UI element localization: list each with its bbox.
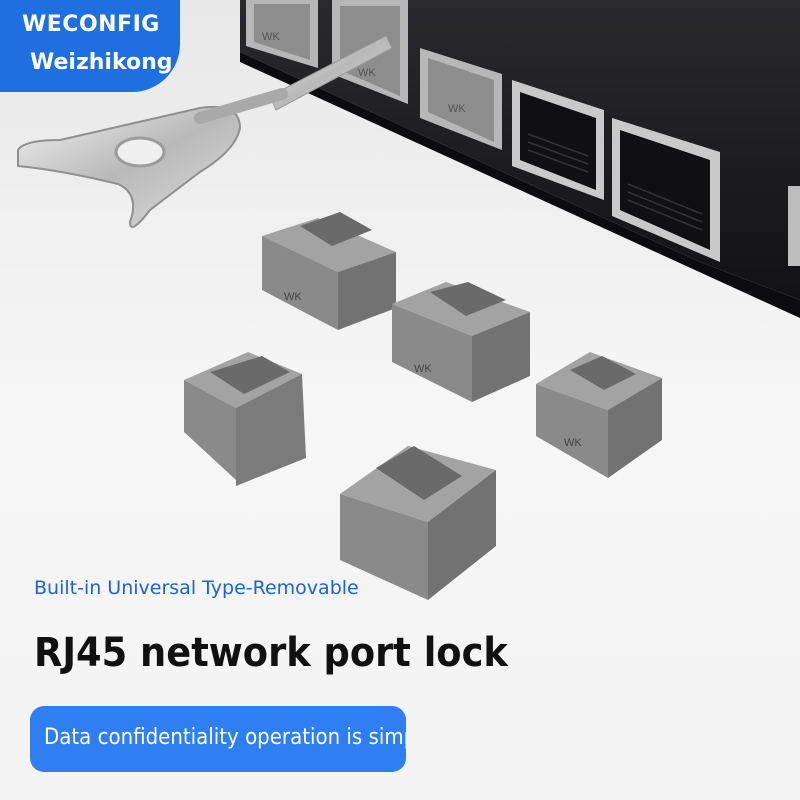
banner-text: Data confidentiality operation is simple <box>44 725 406 750</box>
locked-port: WK <box>246 0 318 68</box>
brand-name: WECONFIG <box>22 12 160 37</box>
brand-subname: Weizhikong <box>30 50 173 75</box>
locked-port: WK <box>332 0 408 104</box>
open-port <box>612 118 720 262</box>
lock-marking-text: WK <box>564 437 582 449</box>
port-lock: WK <box>262 212 396 330</box>
port-lock <box>340 446 496 600</box>
locked-port: WK <box>420 48 502 150</box>
network-switch: WK WK WK <box>240 0 800 318</box>
port-lock <box>184 352 306 486</box>
feature-banner: Data confidentiality operation is simple <box>30 706 406 772</box>
lock-marking-text: WK <box>284 291 302 303</box>
feature-subtitle: Built-in Universal Type-Removable <box>34 577 359 599</box>
unlock-key <box>17 35 393 228</box>
lock-marking-text: WK <box>414 363 432 375</box>
port-lock: WK <box>536 352 662 478</box>
product-headline: RJ45 network port lock <box>34 630 508 676</box>
port-marking-text: WK <box>358 67 376 79</box>
port-marking-text: WK <box>448 103 466 115</box>
open-port <box>512 80 604 200</box>
port-lock: WK <box>392 282 530 402</box>
brand-badge: WECONFIG Weizhikong <box>0 0 180 92</box>
port-marking-text: WK <box>262 31 280 43</box>
